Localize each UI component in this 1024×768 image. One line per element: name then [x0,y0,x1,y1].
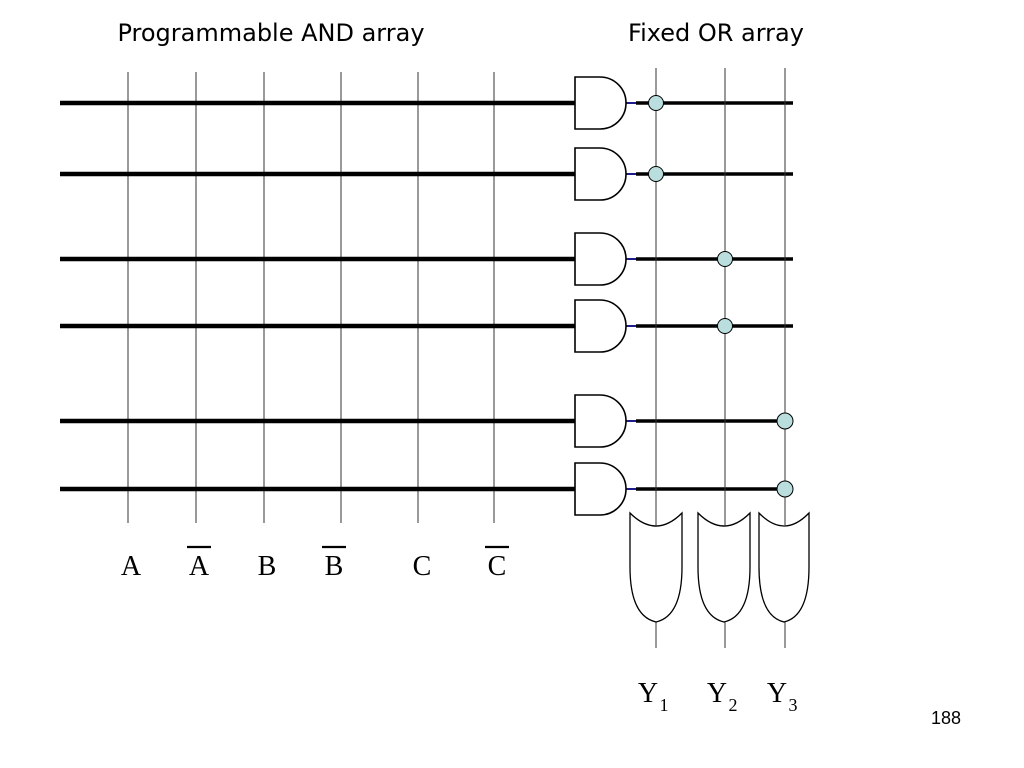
or-gate [629,511,683,623]
input-label: A [121,551,142,582]
output-lines [655,68,786,648]
and-gate [574,299,627,353]
output-label: Y [638,678,658,709]
input-label: C [488,551,507,582]
connection-dots [648,95,794,498]
and-gate [574,147,627,201]
input-label: C [413,551,432,582]
connection-dot [717,318,733,334]
connection-dot [648,95,664,111]
or-array-title: Fixed OR array [628,19,804,47]
input-label: A [189,551,210,582]
and-gate [574,394,627,448]
output-label: Y [767,678,787,709]
or-gates [629,511,810,623]
output-label: Y [707,678,727,709]
connection-dot [648,166,664,182]
page-number: 188 [931,708,961,728]
product-term-lines [60,100,793,492]
or-gate [697,511,751,623]
and-gates [574,76,627,516]
input-lines [127,72,495,523]
connection-dot [717,251,733,267]
and-gate [574,76,627,130]
connection-dot [776,412,794,430]
connection-dot [776,480,794,498]
input-label: B [325,551,344,582]
output-subscript: 1 [660,695,669,715]
and-gate [574,462,627,516]
and-array-title: Programmable AND array [117,19,424,47]
input-label: B [258,551,277,582]
and-gate [574,232,627,286]
output-subscript: 3 [789,695,798,715]
output-subscript: 2 [729,695,738,715]
or-gate [758,511,810,623]
